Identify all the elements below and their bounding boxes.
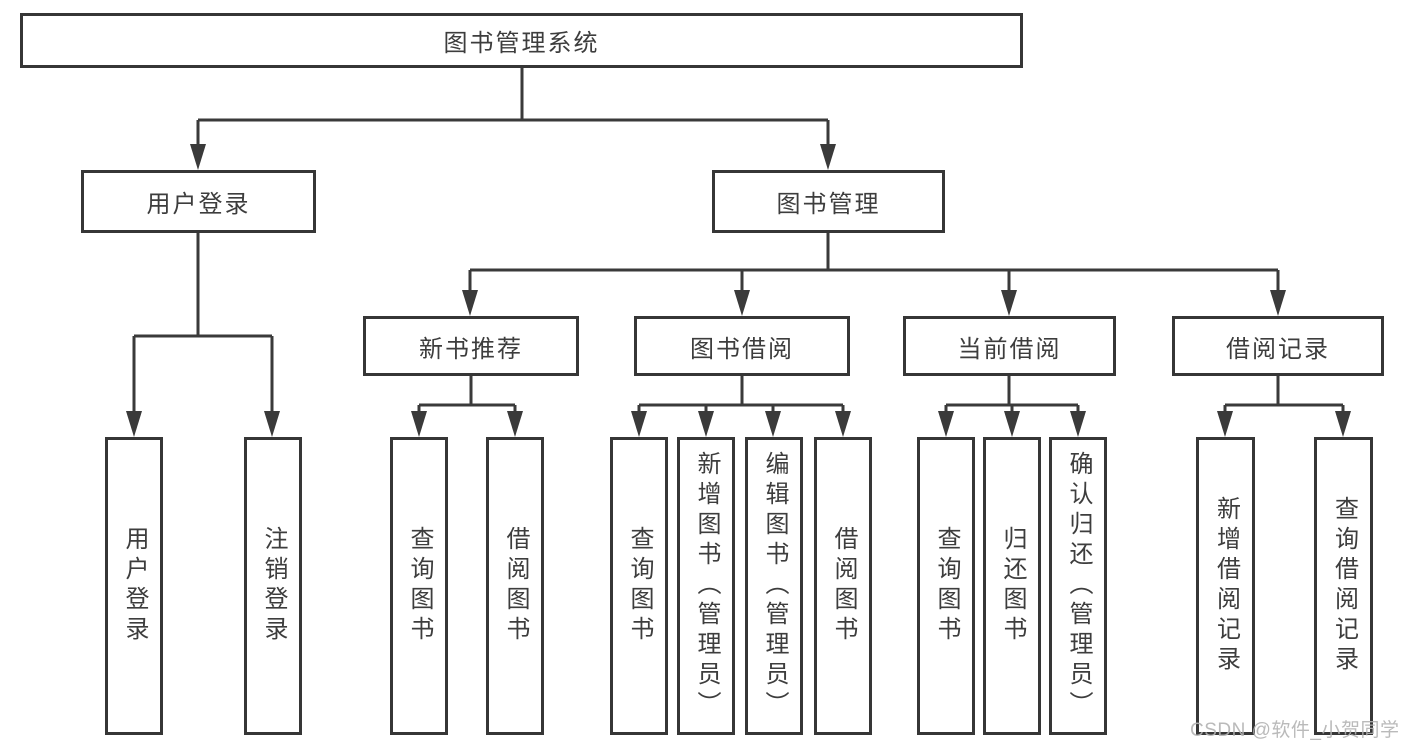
node-leaf-borrow-books-1: 借阅图书 [486,437,544,735]
node-leaf-query-books-2: 查询图书 [610,437,668,735]
node-book-mgmt: 图书管理 [712,170,945,233]
node-current-borrow: 当前借阅 [903,316,1116,376]
node-leaf-borrow-books-2: 借阅图书 [814,437,872,735]
node-new-book-recommend: 新书推荐 [363,316,579,376]
node-borrow-records: 借阅记录 [1172,316,1384,376]
watermark-text: CSDN @软件_小贺同学 [1190,720,1400,741]
node-user-login: 用户登录 [81,170,316,233]
node-root: 图书管理系统 [20,13,1023,68]
node-leaf-add-book-admin: 新增图书（管理员） [677,437,735,735]
node-leaf-query-borrow-record: 查询借阅记录 [1314,437,1373,735]
node-leaf-query-books-3: 查询图书 [917,437,975,735]
node-leaf-return-book: 归还图书 [983,437,1041,735]
node-leaf-query-books-1: 查询图书 [390,437,448,735]
node-book-borrow: 图书借阅 [634,316,850,376]
node-leaf-edit-book-admin: 编辑图书（管理员） [745,437,803,735]
node-leaf-logout: 注销登录 [244,437,302,735]
node-leaf-confirm-return-admin: 确认归还（管理员） [1049,437,1107,735]
node-leaf-add-borrow-record: 新增借阅记录 [1196,437,1255,735]
node-leaf-user-login: 用户登录 [105,437,163,735]
